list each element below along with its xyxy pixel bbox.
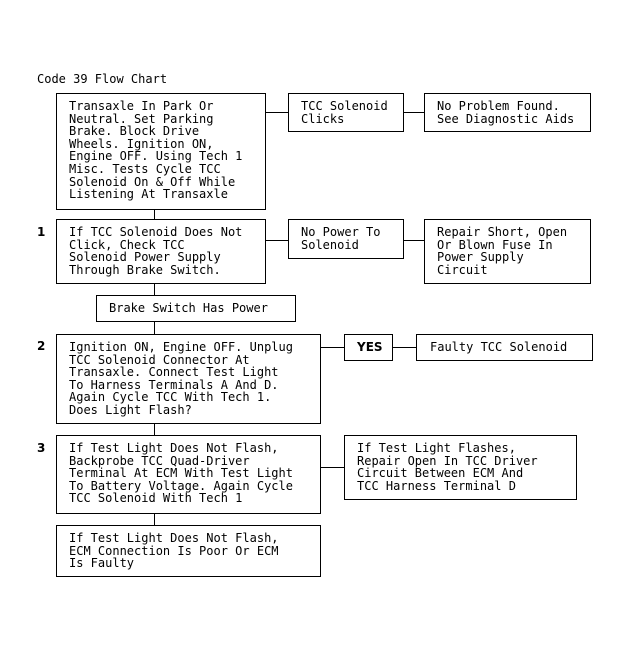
connector-notclick-to-nopower	[265, 240, 289, 241]
chart-title: Code 39 Flow Chart	[37, 72, 168, 86]
connector-brake-to-unplug	[154, 321, 155, 335]
step-number-2: 2	[37, 339, 46, 353]
connector-unplug-to-backprobe	[154, 423, 155, 436]
box-no-power-text: No Power To Solenoid	[301, 225, 381, 252]
connector-backprobe-to-ecm	[154, 513, 155, 526]
box-ecm-faulty: If Test Light Does Not Flash, ECM Connec…	[56, 525, 321, 577]
box-no-problem-text: No Problem Found. See Diagnostic Aids	[437, 99, 575, 126]
box-not-click: If TCC Solenoid Does Not Click, Check TC…	[56, 219, 266, 284]
box-repair-open: If Test Light Flashes, Repair Open In TC…	[344, 435, 577, 500]
box-repair-short-text: Repair Short, Open Or Blown Fuse In Powe…	[437, 225, 568, 277]
box-start: Transaxle In Park Or Neutral. Set Parkin…	[56, 93, 266, 210]
box-ecm-faulty-text: If Test Light Does Not Flash, ECM Connec…	[69, 531, 279, 571]
box-no-power: No Power To Solenoid	[288, 219, 404, 259]
box-solenoid-clicks: TCC Solenoid Clicks	[288, 93, 404, 132]
box-unplug-connector-text: Ignition ON, Engine OFF. Unplug TCC Sole…	[69, 340, 293, 417]
connector-clicks-to-noproblem	[403, 112, 425, 113]
box-start-text: Transaxle In Park Or Neutral. Set Parkin…	[69, 99, 243, 202]
connector-notclick-to-brake	[154, 283, 155, 296]
box-backprobe-text: If Test Light Does Not Flash, Backprobe …	[69, 441, 293, 506]
box-brake-switch-power-text: Brake Switch Has Power	[109, 301, 268, 315]
step-number-1: 1	[37, 225, 46, 239]
box-faulty-solenoid-text: Faulty TCC Solenoid	[430, 340, 568, 354]
box-brake-switch-power: Brake Switch Has Power	[96, 295, 296, 322]
box-backprobe: If Test Light Does Not Flash, Backprobe …	[56, 435, 321, 514]
box-yes-text: YES	[357, 340, 383, 354]
connector-backprobe-to-repairopen	[320, 467, 345, 468]
connector-unplug-to-yes	[320, 347, 345, 348]
box-yes: YES	[344, 334, 393, 361]
box-solenoid-clicks-text: TCC Solenoid Clicks	[301, 99, 388, 126]
connector-yes-to-faulty	[392, 347, 417, 348]
box-no-problem: No Problem Found. See Diagnostic Aids	[424, 93, 591, 132]
box-not-click-text: If TCC Solenoid Does Not Click, Check TC…	[69, 225, 243, 277]
box-faulty-solenoid: Faulty TCC Solenoid	[416, 334, 593, 361]
box-repair-open-text: If Test Light Flashes, Repair Open In TC…	[357, 441, 538, 493]
box-repair-short: Repair Short, Open Or Blown Fuse In Powe…	[424, 219, 591, 284]
connector-nopower-to-repair	[403, 240, 425, 241]
connector-start-to-clicks	[265, 112, 289, 113]
box-unplug-connector: Ignition ON, Engine OFF. Unplug TCC Sole…	[56, 334, 321, 424]
step-number-3: 3	[37, 441, 46, 455]
connector-start-to-notclick	[154, 209, 155, 220]
